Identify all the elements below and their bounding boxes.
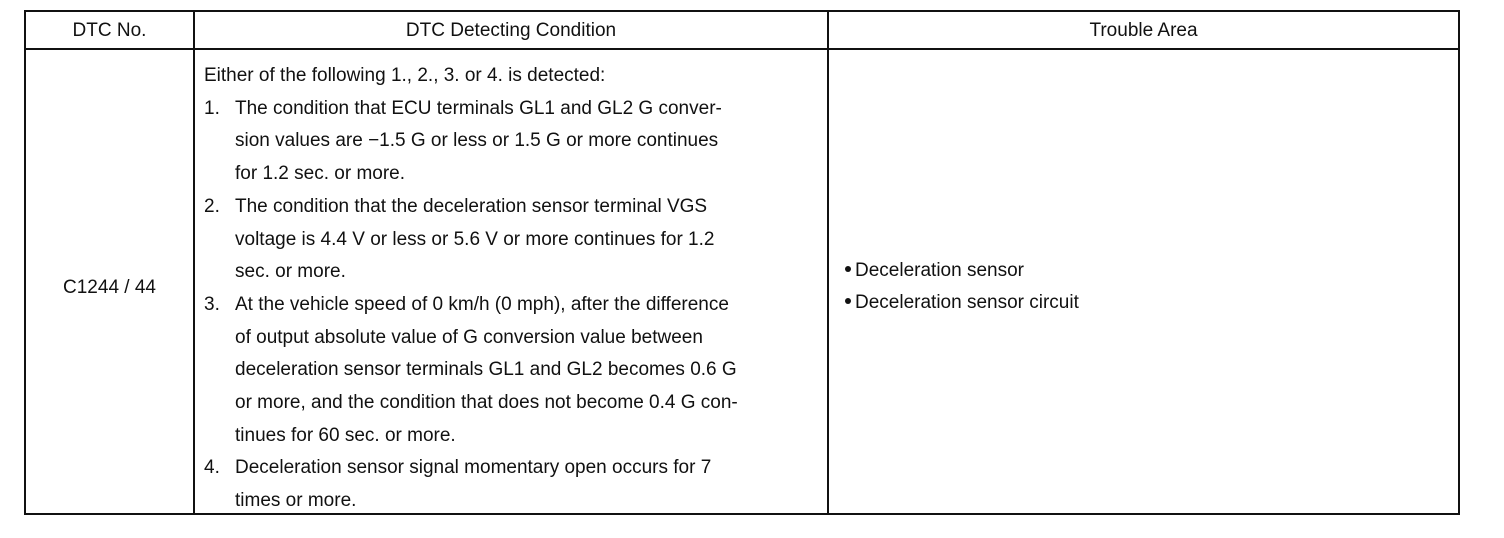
condition-text: The condition that the deceleration sens…	[235, 191, 824, 289]
condition-line: sec. or more.	[235, 261, 346, 283]
condition-line: The condition that the deceleration sens…	[235, 195, 708, 217]
header-trouble-area: Trouble Area	[1089, 20, 1198, 41]
trouble-area-cell: Deceleration sensor Deceleration sensor …	[845, 255, 1079, 319]
detecting-condition-cell: Either of the following 1., 2., 3. or 4.…	[204, 60, 824, 518]
condition-item: 2. The condition that the deceleration s…	[204, 191, 824, 289]
dtc-table: DTC No. DTC Detecting Condition Trouble …	[24, 10, 1460, 515]
header-divider	[26, 48, 1458, 50]
condition-number: 3.	[204, 293, 220, 315]
condition-item: 3. At the vehicle speed of 0 km/h (0 mph…	[204, 289, 824, 453]
condition-text: At the vehicle speed of 0 km/h (0 mph), …	[235, 289, 824, 453]
trouble-area-item: Deceleration sensor circuit	[845, 287, 1079, 319]
trouble-area-label: Deceleration sensor	[855, 260, 1024, 281]
condition-intro: Either of the following 1., 2., 3. or 4.…	[204, 65, 606, 86]
condition-text: The condition that ECU terminals GL1 and…	[235, 93, 824, 191]
condition-line: times or more.	[235, 490, 357, 512]
condition-text: Deceleration sensor signal momentary ope…	[235, 452, 824, 517]
condition-line: sion values are −1.5 G or less or 1.5 G …	[235, 130, 719, 152]
condition-line: deceleration sensor terminals GL1 and GL…	[235, 359, 737, 381]
condition-line: At the vehicle speed of 0 km/h (0 mph), …	[235, 293, 729, 315]
condition-line: of output absolute value of G conversion…	[235, 326, 703, 348]
condition-line: for 1.2 sec. or more.	[235, 163, 406, 185]
condition-number: 2.	[204, 195, 220, 217]
trouble-area-label: Deceleration sensor circuit	[855, 292, 1079, 313]
column-divider	[193, 12, 195, 513]
header-dtc-no: DTC No.	[72, 20, 147, 41]
condition-line: Deceleration sensor signal momentary ope…	[235, 457, 712, 479]
condition-number: 1.	[204, 97, 220, 119]
header-detecting-condition: DTC Detecting Condition	[405, 20, 617, 41]
bullet-icon	[845, 265, 851, 272]
condition-item: 1. The condition that ECU terminals GL1 …	[204, 93, 824, 191]
column-divider	[827, 12, 829, 513]
condition-number: 4.	[204, 457, 220, 479]
condition-line: or more, and the condition that does not…	[235, 392, 738, 414]
condition-line: The condition that ECU terminals GL1 and…	[235, 97, 722, 119]
condition-line: tinues for 60 sec. or more.	[235, 424, 456, 446]
bullet-icon	[845, 297, 851, 304]
trouble-area-item: Deceleration sensor	[845, 255, 1079, 287]
condition-item: 4. Deceleration sensor signal momentary …	[204, 452, 824, 517]
dtc-code: C1244 / 44	[63, 277, 156, 298]
condition-line: voltage is 4.4 V or less or 5.6 V or mor…	[235, 228, 715, 250]
